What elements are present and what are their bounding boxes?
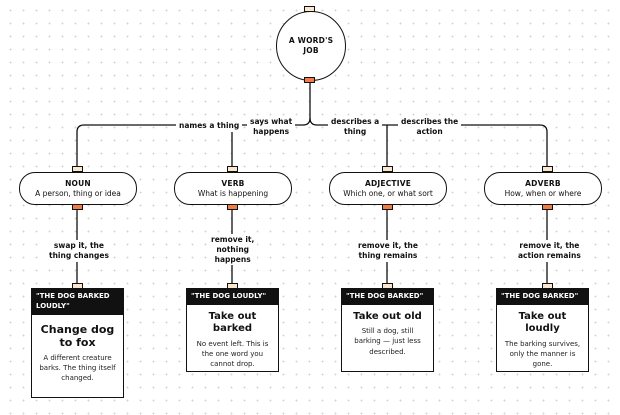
verb-output-port [227, 204, 238, 210]
noun-card-body: A different creature barks. The thing it… [39, 354, 116, 383]
root-node: A WORD'S JOB [276, 11, 346, 81]
adverb-input-port [542, 166, 553, 172]
adjective-node: ADJECTIVE Which one, or what sort [329, 172, 447, 205]
adjective-card-header: "THE DOG BARKED" [342, 289, 433, 305]
noun-output-port [72, 204, 83, 210]
adjective-example-card: "THE DOG BARKED" Take out old Still a do… [341, 288, 434, 372]
noun-edge-label: swap it, the thing changes [46, 240, 112, 262]
verb-node: VERB What is happening [174, 172, 292, 205]
adjective-output-port [382, 204, 393, 210]
adverb-title: ADVERB [525, 179, 561, 189]
adjective-card-title: Take out old [353, 310, 422, 322]
root-output-port [304, 77, 315, 83]
adjective-title: ADJECTIVE [364, 179, 412, 189]
adverb-card-body: The barking survives, only the manner is… [504, 339, 581, 369]
verb-card-body: No event left. This is the one word you … [196, 339, 269, 369]
noun-example-card: "THE DOG BARKED LOUDLY" Change dog to fo… [31, 288, 124, 398]
noun-input-port [72, 166, 83, 172]
noun-card-title: Change dog to fox [40, 322, 115, 350]
adverb-card-title: Take out loudly [518, 310, 567, 335]
root-title-line2: JOB [303, 46, 319, 55]
adjective-input-port [382, 166, 393, 172]
branch-label-adjective: describes a thing [328, 116, 383, 138]
noun-title: NOUN [65, 179, 91, 189]
verb-edge-label: remove it, nothing happens [208, 234, 258, 266]
adverb-example-card: "THE DOG BARKED" Take out loudly The bar… [496, 288, 589, 372]
noun-description: A person, thing or idea [35, 188, 121, 198]
adverb-node: ADVERB How, when or where [484, 172, 602, 205]
adverb-edge-label: remove it, the action remains [515, 240, 584, 262]
noun-card-header: "THE DOG BARKED LOUDLY" [32, 289, 123, 315]
branch-label-noun: names a thing [176, 120, 243, 132]
branch-label-verb: says what happens [247, 116, 296, 138]
adjective-edge-label: remove it, the thing remains [355, 240, 421, 262]
verb-card-header: "THE DOG LOUDLY" [187, 289, 278, 305]
verb-description: What is happening [197, 188, 269, 198]
adverb-card-header: "THE DOG BARKED" [497, 289, 588, 305]
verb-title: VERB [221, 179, 245, 189]
noun-node: NOUN A person, thing or idea [19, 172, 137, 205]
verb-input-port [227, 166, 238, 172]
verb-card-title: Take out barked [208, 310, 257, 335]
root-title-line1: A WORD'S [288, 35, 334, 45]
adverb-output-port [542, 204, 553, 210]
adjective-description: Which one, or what sort [343, 188, 433, 198]
adverb-description: How, when or where [504, 188, 582, 198]
adjective-card-body: Still a dog, still barking — just less d… [354, 327, 421, 356]
verb-example-card: "THE DOG LOUDLY" Take out barked No even… [186, 288, 279, 372]
branch-label-adverb: describes the action [398, 116, 462, 138]
